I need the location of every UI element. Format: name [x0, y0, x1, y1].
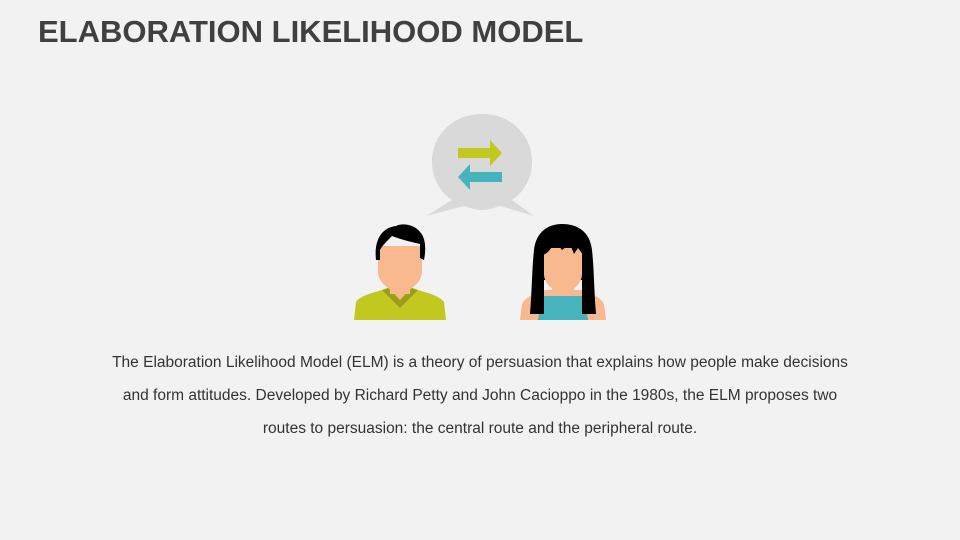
slide-description: The Elaboration Likelihood Model (ELM) i… [112, 354, 848, 437]
woman-avatar-icon [520, 224, 606, 320]
slide-title: ELABORATION LIKELIHOOD MODEL [38, 14, 584, 49]
woman-avatar [516, 220, 610, 320]
man-avatar-icon [354, 224, 446, 320]
speech-bubble [420, 112, 544, 222]
man-avatar [352, 220, 448, 320]
exchange-arrows-icon [426, 114, 534, 216]
